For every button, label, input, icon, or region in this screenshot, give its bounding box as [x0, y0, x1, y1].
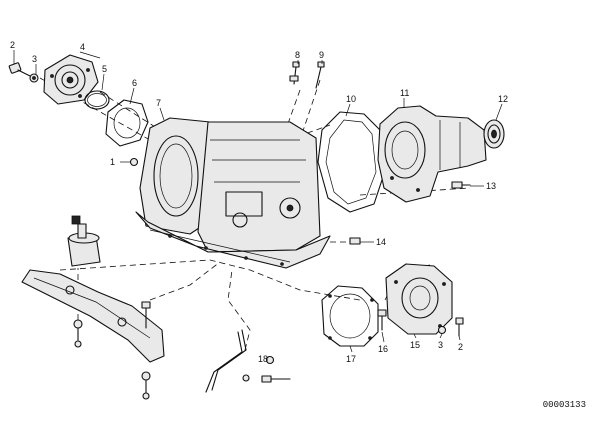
callout-16: 16 — [378, 344, 388, 354]
diagram-code: 00003133 — [542, 400, 586, 410]
gasket-6 — [105, 99, 149, 147]
front-cover — [43, 54, 99, 105]
callout-18: 18 — [258, 354, 268, 364]
callout-6: 6 — [132, 78, 137, 88]
callout-5: 5 — [102, 64, 107, 74]
washer-3-bottom — [437, 325, 447, 335]
callout-17: 17 — [346, 354, 356, 364]
extension-housing — [377, 105, 487, 203]
callout-14: 14 — [376, 237, 386, 247]
callout-8: 8 — [295, 50, 300, 60]
callout-11: 11 — [400, 88, 409, 98]
o-ring-5 — [84, 90, 110, 110]
bolt-16 — [377, 309, 387, 331]
callout-13: 13 — [486, 181, 496, 191]
callout-labels: 2 3 4 5 6 7 1 8 9 10 11 12 13 14 15 16 1… — [10, 40, 508, 364]
callout-3: 3 — [32, 54, 37, 64]
plug-1 — [129, 157, 139, 167]
callout-2-bottom: 2 — [458, 342, 463, 352]
gasket-10 — [317, 111, 385, 213]
bolt-9 — [315, 61, 325, 89]
callout-3-bottom: 3 — [438, 340, 443, 350]
callout-12: 12 — [498, 94, 508, 104]
callout-10: 10 — [346, 94, 356, 104]
transmission-housing — [135, 117, 331, 269]
plug-14 — [349, 237, 361, 245]
rear-seal-12 — [483, 119, 505, 149]
bolt-crossmember-right — [141, 301, 151, 400]
bolt-8 — [289, 61, 300, 85]
callout-7: 7 — [156, 98, 161, 108]
support-bracket — [205, 329, 291, 393]
callout-4: 4 — [80, 42, 85, 52]
gasket-17 — [321, 285, 379, 347]
bolt-crossmember-left — [73, 319, 83, 348]
rear-cover-15 — [385, 263, 453, 335]
transmission-mount — [67, 215, 101, 267]
bolt-13 — [451, 181, 471, 189]
cross-member — [21, 269, 165, 363]
callout-15: 15 — [410, 340, 420, 350]
bolt-top-left — [8, 62, 39, 83]
callout-2: 2 — [10, 40, 15, 50]
callout-9: 9 — [319, 50, 324, 60]
bolt-2-bottom — [455, 317, 464, 337]
leader-lines — [13, 50, 503, 353]
callout-1: 1 — [110, 157, 115, 167]
